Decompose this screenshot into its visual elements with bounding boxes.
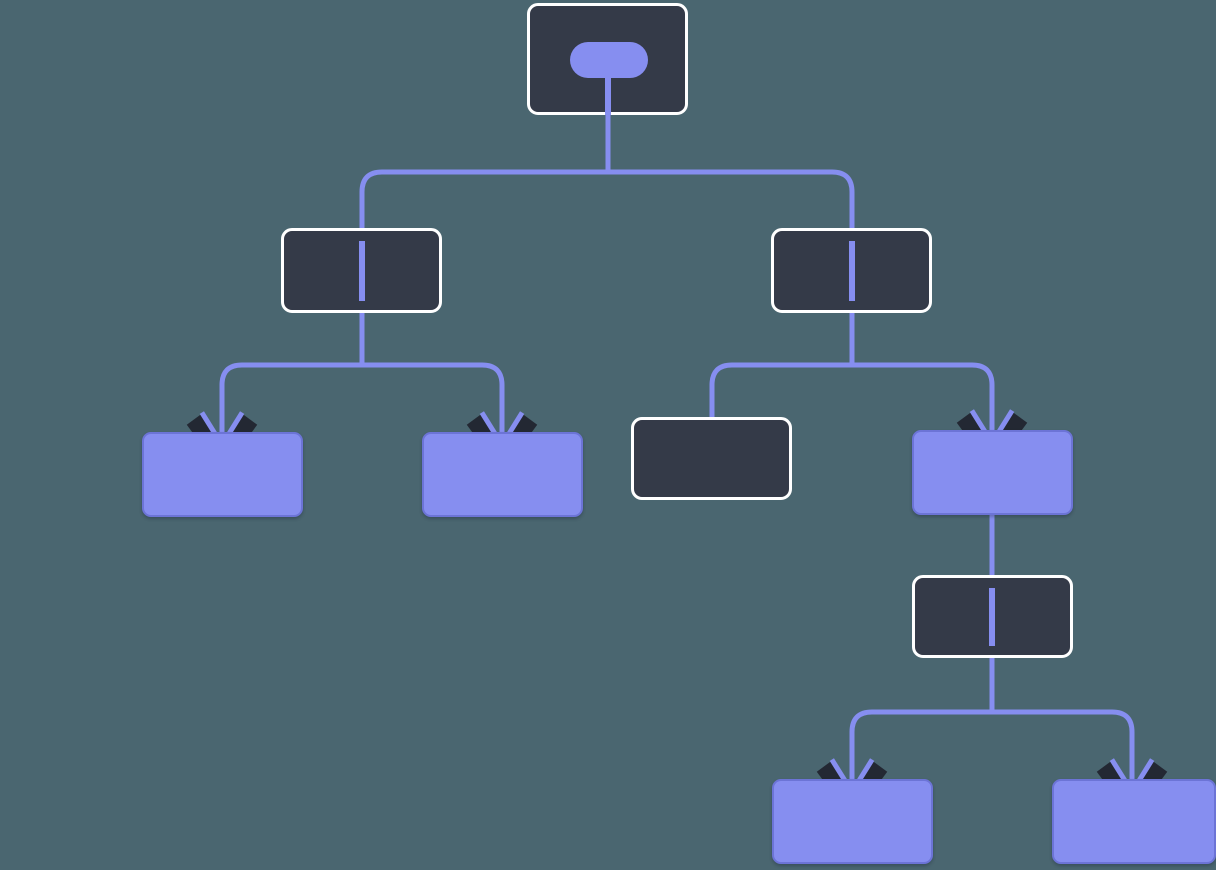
- branch-node-d[interactable]: [912, 430, 1073, 515]
- connector-left-split: [219, 362, 505, 432]
- connector-right-split: [709, 362, 995, 430]
- connector-level4-split: [849, 709, 1135, 779]
- leaf-node-e[interactable]: [772, 779, 933, 864]
- connector-root-split: [359, 169, 855, 241]
- root-node-passthrough-line: [605, 70, 611, 115]
- root-node-pill-badge: [570, 42, 648, 78]
- leaf-node-f[interactable]: [1052, 779, 1216, 864]
- leaf-node-a[interactable]: [142, 432, 303, 517]
- dark-leaf-node-c[interactable]: [631, 417, 792, 500]
- level2-left-node-passthrough-line: [359, 241, 365, 301]
- leaf-node-b[interactable]: [422, 432, 583, 517]
- level2-right-node-passthrough-line: [849, 241, 855, 301]
- level4-node-passthrough-line: [989, 588, 995, 646]
